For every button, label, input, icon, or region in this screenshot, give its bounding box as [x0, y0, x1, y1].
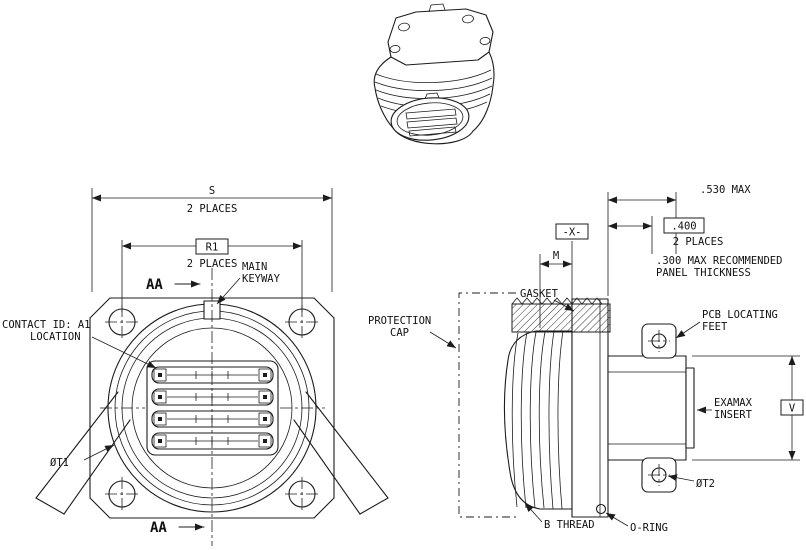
o-ring-shape [595, 503, 607, 515]
section-aa-top-label: AA [146, 277, 163, 293]
examax-label-line1: EXAMAX [714, 397, 753, 409]
panel-note-line2: PANEL THICKNESS [656, 267, 751, 279]
leader-main-keyway: MAIN KEYWAY [216, 261, 281, 305]
dim-530-label: .530 MAX [700, 184, 751, 196]
contact-insert [146, 360, 279, 456]
dim-v-label: V [789, 403, 796, 415]
leader-o-ring: O-RING [605, 512, 668, 534]
coupling-body [503, 330, 573, 510]
main-keyway-label-line2: KEYWAY [242, 273, 281, 285]
iso-keyway-tab [428, 3, 446, 13]
dim-m-label: M [553, 250, 559, 262]
pcb-feet-label-line2: FEET [702, 321, 728, 333]
b-thread-label: B THREAD [544, 519, 595, 531]
protection-cap-label-line2: CAP [390, 327, 409, 339]
datum-x-label: -X- [563, 227, 582, 239]
dim-v: V [692, 355, 804, 461]
leader-gasket: GASKET [520, 288, 575, 312]
pcb-foot-bottom [641, 457, 677, 493]
dim-400: .400 2 PLACES [608, 216, 723, 254]
gasket-section [511, 297, 611, 333]
side-wing-right [293, 391, 389, 515]
leader-contact-id: CONTACT ID: A1 LOCATION [2, 319, 157, 369]
leader-dia-t1: ØT1 [50, 444, 115, 469]
isometric-view [373, 3, 495, 145]
panel-note-line1: .300 MAX RECOMMENDED [656, 255, 782, 267]
iso-flange-holes [389, 14, 491, 53]
panel-thickness-note: .300 MAX RECOMMENDED PANEL THICKNESS [656, 255, 782, 279]
front-centerlines [100, 268, 325, 546]
contact-id-label-line1: CONTACT ID: A1 [2, 319, 91, 331]
leader-examax-insert: EXAMAX INSERT [697, 397, 753, 421]
dim-r1-places-label: 2 PLACES [187, 258, 238, 270]
gasket-label: GASKET [520, 288, 559, 300]
dim-r1: R1 2 PLACES [121, 238, 303, 312]
dia-t1-label: ØT1 [50, 457, 69, 469]
front-view: S 2 PLACES R1 2 PLACES AA AA MAIN KEYWAY [2, 185, 389, 546]
protection-cap-outline [458, 292, 516, 518]
contact-id-label-line2: LOCATION [30, 331, 81, 343]
contact-slot [151, 388, 274, 406]
dim-s-label: S [209, 185, 215, 197]
main-keyway-label-line1: MAIN [242, 261, 267, 273]
dim-m: M [539, 250, 572, 328]
protection-cap-label-line1: PROTECTION [368, 315, 431, 327]
contact-slot [151, 366, 274, 384]
dim-400-places-label: 2 PLACES [673, 236, 724, 248]
flange-section [571, 298, 609, 518]
mounting-hole-bottom-left [105, 477, 139, 511]
leader-protection-cap: PROTECTION CAP [368, 315, 457, 349]
pcb-foot-top [641, 323, 677, 359]
section-aa-bottom-label: AA [150, 520, 167, 536]
thread-lines [511, 330, 564, 510]
datum-x: -X- [555, 223, 589, 300]
leader-b-thread: B THREAD [524, 502, 595, 531]
leader-pcb-feet: PCB LOCATING FEET [675, 309, 778, 339]
side-wing-left [35, 391, 131, 515]
o-ring-label: O-RING [630, 522, 668, 534]
iso-flange-outline [387, 8, 494, 66]
leader-dia-t2: ØT2 [667, 474, 715, 490]
iso-face [390, 92, 470, 141]
pcb-feet-label-line1: PCB LOCATING [702, 309, 778, 321]
side-view: -X- M .530 MAX .400 2 PLACES .300 MAX RE… [368, 184, 804, 534]
dim-s-places-label: 2 PLACES [187, 203, 238, 215]
mounting-hole-bottom-right [285, 477, 319, 511]
section-marker-aa-top: AA [146, 277, 201, 293]
dim-r1-label: R1 [206, 242, 219, 254]
section-marker-aa-bottom: AA [150, 520, 205, 536]
dia-t2-label: ØT2 [696, 478, 715, 490]
dim-s: S 2 PLACES [91, 185, 333, 292]
examax-label-line2: INSERT [714, 409, 753, 421]
dim-400-label: .400 [671, 221, 696, 233]
rear-insert-housing [607, 355, 695, 461]
